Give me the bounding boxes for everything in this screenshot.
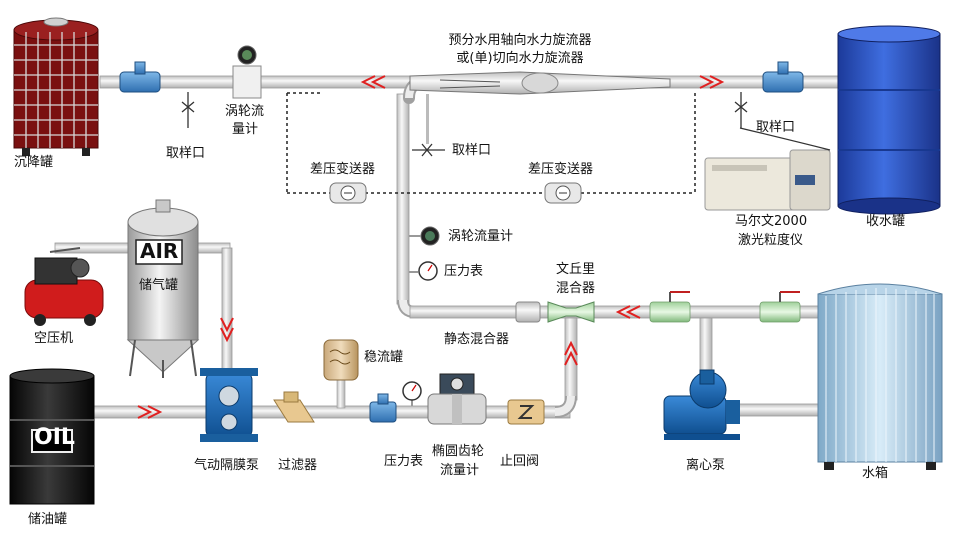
water-tank: [817, 283, 943, 470]
settling-tank-label: 沉降罐: [14, 155, 54, 170]
sampling-valve-2: [412, 143, 445, 157]
axial-hydrocyclone: [409, 71, 671, 95]
air-tank-label: 储气罐: [139, 278, 179, 293]
filter-label: 过滤器: [278, 458, 318, 473]
centrifugal-pump-label: 离心泵: [686, 458, 726, 473]
pneumatic-diaphragm-pump: [200, 368, 258, 442]
venturi-mixer: [547, 301, 595, 323]
water-line-valve-2: [779, 291, 800, 302]
pressure-gauge-1-label: 压力表: [444, 264, 484, 279]
turbine-flowmeter-1-label-line1: 涡轮流: [225, 104, 265, 119]
air-compressor: [24, 247, 104, 326]
air-tank-marking: AIR: [140, 239, 179, 263]
filter: [273, 391, 315, 423]
sampling-tap-pipe: [426, 94, 429, 144]
collection-tank: [837, 25, 941, 215]
outlet-valve: [762, 61, 804, 93]
check-valve: [507, 399, 545, 425]
pressure-gauge-1: [409, 261, 438, 281]
compressor-label: 空压机: [34, 331, 74, 346]
surge-tank: [323, 339, 359, 381]
venturi-mixer-label-line1: 文丘里: [556, 262, 596, 277]
pressure-gauge-2: [402, 381, 422, 406]
water-line-valve-1: [669, 291, 690, 302]
static-mixer: [515, 301, 541, 323]
air-storage-tank: [126, 199, 200, 378]
oval-gear-flowmeter-label-line2: 流量计: [440, 463, 480, 478]
sampling-valve-1: [181, 92, 195, 128]
turbine-flowmeter-1: [232, 45, 262, 99]
dp-transmitter-1-label: 差压变送器: [310, 162, 376, 177]
turbine-flowmeter-2: [409, 226, 440, 246]
oil-drum-marking: OIL: [34, 425, 75, 450]
centrifugal-pump: [663, 369, 740, 440]
diaphragm-pump-label: 气动隔膜泵: [194, 458, 260, 473]
hydrocyclone-title-line2: 或(单)切向水力旋流器: [456, 51, 584, 66]
water-tank-label: 水箱: [862, 466, 889, 481]
particle-analyzer-label-line2: 激光粒度仪: [738, 233, 804, 248]
oval-gear-flowmeter: [427, 373, 487, 425]
pressure-gauge-2-label: 压力表: [384, 454, 424, 469]
oil-tank-label: 储油罐: [28, 512, 68, 527]
sampling-port-2-label: 取样口: [452, 143, 492, 158]
surge-tank-label: 稳流罐: [364, 350, 404, 365]
bottom-valve: [369, 393, 397, 423]
dp-transmitter-2-label: 差压变送器: [528, 162, 594, 177]
hydrocyclone-title-line1: 预分水用轴向水力旋流器: [448, 33, 592, 48]
sampling-port-1-label: 取样口: [166, 146, 206, 161]
laser-particle-analyzer: [704, 127, 831, 211]
check-valve-label: 止回阀: [500, 454, 540, 469]
turbine-flowmeter-2-label: 涡轮流量计: [448, 229, 514, 244]
dp-transmitter-1: [329, 182, 367, 204]
venturi-mixer-label-line2: 混合器: [556, 281, 596, 296]
particle-analyzer-label-line1: 马尔文2000: [735, 214, 808, 229]
sampling-valve-3: [734, 92, 748, 128]
static-mixer-label: 静态混合器: [444, 332, 510, 347]
inlet-valve: [119, 61, 161, 93]
dp-transmitter-2: [544, 182, 582, 204]
settling-tank: [13, 17, 99, 156]
sampling-port-3-label: 取样口: [756, 120, 796, 135]
turbine-flowmeter-1-label-line2: 量计: [232, 122, 259, 137]
collection-tank-label: 收水罐: [866, 214, 906, 229]
oval-gear-flowmeter-label-line1: 椭圆齿轮: [432, 444, 485, 459]
oil-storage-drum: [9, 368, 95, 505]
